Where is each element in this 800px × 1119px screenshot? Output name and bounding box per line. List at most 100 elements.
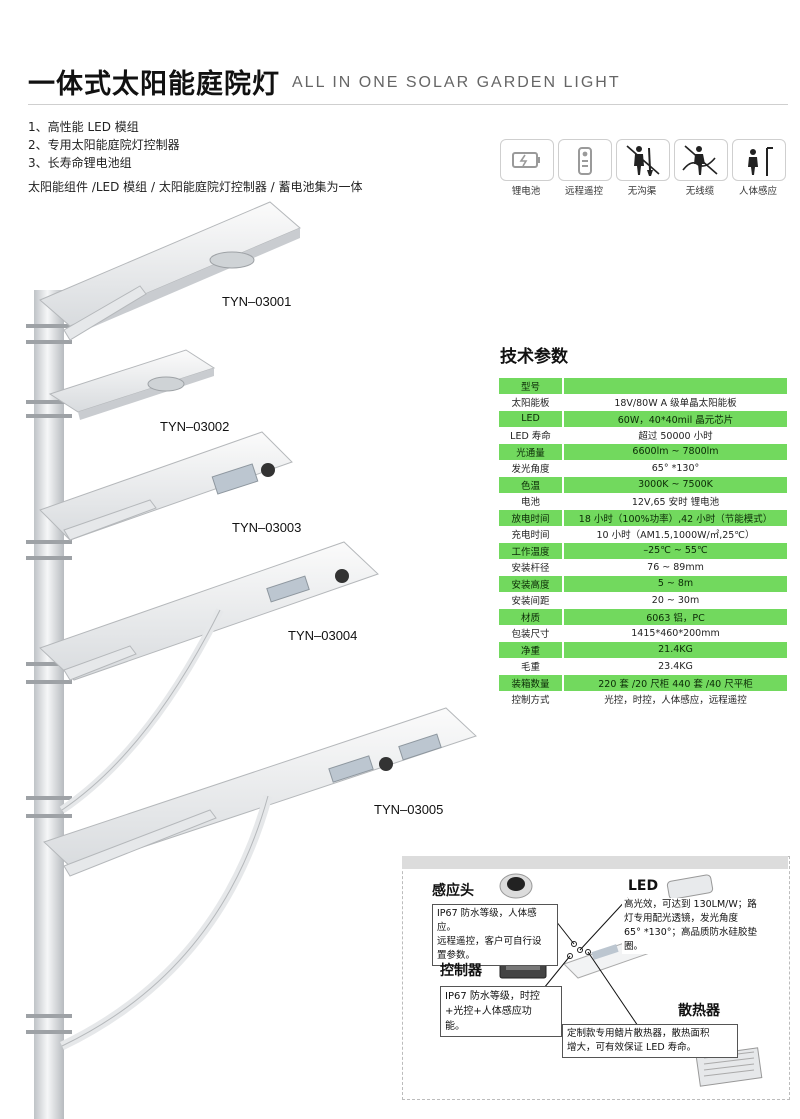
model-label: TYN–03005 (374, 802, 444, 817)
panel-header-strip (402, 856, 788, 869)
text-line: 65° *130°；高品质防水硅胶垫 (624, 927, 757, 938)
text-line: 置参数。 (437, 950, 476, 961)
spec-value: 6063 铝，PC (562, 608, 787, 626)
sensor-description: IP67 防水等级，人体感应。 远程遥控，客户可自行设 置参数。 (432, 904, 558, 966)
spec-key: 光通量 (499, 443, 563, 461)
spec-key: LED (499, 410, 563, 428)
icon-label: 锂电池 (511, 186, 541, 197)
motion-sensor-icon (732, 139, 786, 181)
heatsink-description: 定制款专用鳍片散热器，散热面积 增大，可有效保证 LED 寿命。 (562, 1024, 738, 1058)
feature-item: 1、高性能 LED 模组 (28, 120, 139, 134)
text-line: 能。 (445, 1021, 465, 1032)
spec-value: 65° *130° (562, 460, 787, 477)
spec-value (562, 378, 787, 395)
spec-key: 充电时间 (499, 526, 563, 543)
feature-item: 3、长寿命锂电池组 (28, 156, 132, 170)
icon-label: 人体感应 (738, 186, 777, 197)
remote-control-icon (558, 139, 612, 181)
spec-key: LED 寿命 (499, 427, 563, 444)
controller-title: 控制器 (440, 963, 482, 979)
spec-key: 太阳能板 (499, 394, 563, 411)
spec-value: 18 小时（100%功率）,42 小时（节能模式） (562, 509, 787, 527)
spec-value: –25℃ ~ 55℃ (562, 542, 787, 560)
text-line: 高光效，可达到 130LM/W；路 (624, 899, 757, 910)
spec-key: 工作温度 (499, 542, 563, 560)
model-label: TYN–03003 (232, 520, 302, 535)
battery-icon (500, 139, 554, 181)
spec-key: 安装高度 (499, 575, 563, 593)
spec-value: 超过 50000 小时 (562, 427, 787, 444)
spec-title: 技术参数 (500, 347, 568, 367)
text-line: IP67 防水等级，人体感应。 (437, 908, 537, 933)
page-title: 一体式太阳能庭院灯 (28, 69, 280, 100)
spec-value: 1415*460*200mm (562, 625, 787, 642)
text-line: 圈。 (624, 941, 644, 952)
icon-label: 远程遥控 (564, 186, 603, 197)
model-label: TYN–03002 (160, 419, 230, 434)
icon-label: 无沟渠 (627, 186, 657, 197)
table-row: 工作温度–25℃ ~ 55℃ (499, 542, 787, 560)
spec-value: 60W，40*40mil 晶元芯片 (562, 410, 787, 428)
spec-key: 电池 (499, 493, 563, 510)
text-line: 远程遥控，客户可自行设 (437, 936, 542, 947)
spec-value: 12V,65 安时 锂电池 (562, 493, 787, 510)
no-cable-icon (674, 139, 728, 181)
spec-value: 220 套 /20 尺柜 440 套 /40 尺平柜 (562, 674, 787, 692)
spec-key: 安装间距 (499, 592, 563, 609)
controller-description: IP67 防水等级，时控 +光控+人体感应功 能。 (440, 986, 562, 1037)
text-line: +光控+人体感应功 (445, 1006, 532, 1017)
spec-key: 色温 (499, 476, 563, 494)
spec-value: 20 ~ 30m (562, 592, 787, 609)
spec-value: 5 ~ 8m (562, 575, 787, 593)
spec-key: 型号 (499, 378, 563, 395)
model-label: TYN–03001 (222, 294, 292, 309)
table-row: LED 寿命超过 50000 小时 (499, 427, 787, 444)
feature-item: 2、专用太阳能庭院灯控制器 (28, 138, 180, 152)
spec-value: 76 ~ 89mm (562, 559, 787, 576)
table-row: 控制方式光控，时控，人体感应，远程遥控 (499, 691, 787, 708)
led-description: 高光效，可达到 130LM/W；路 灯专用配光透镜，发光角度 65° *130°… (622, 898, 784, 954)
heatsink-title: 散热器 (678, 1003, 720, 1019)
summary-text: 太阳能组件 /LED 模组 / 太阳能庭院灯控制器 / 蓄电池集为一体 (28, 180, 363, 194)
model-label: TYN–03004 (288, 628, 358, 643)
table-row: 型号 (499, 378, 787, 395)
spec-key: 毛重 (499, 658, 563, 675)
icon-label: 无线缆 (685, 186, 715, 197)
page-subtitle-en: ALL IN ONE SOLAR GARDEN LIGHT (292, 74, 621, 91)
spec-key: 净重 (499, 641, 563, 659)
led-title: LED (628, 878, 659, 894)
text-line: 定制款专用鳍片散热器，散热面积 (567, 1028, 710, 1039)
spec-value: 18V/80W A 级单晶太阳能板 (562, 394, 787, 411)
text-line: 增大，可有效保证 LED 寿命。 (567, 1042, 697, 1053)
spec-key: 包装尺寸 (499, 625, 563, 642)
sensor-title: 感应头 (432, 883, 474, 899)
spec-value: 6600lm ~ 7800lm (562, 443, 787, 461)
no-trench-icon (616, 139, 670, 181)
spec-key: 装箱数量 (499, 674, 563, 692)
spec-value: 23.4KG (562, 658, 787, 675)
spec-value: 光控，时控，人体感应，远程遥控 (562, 691, 787, 708)
title-divider (28, 104, 788, 105)
spec-value: 21.4KG (562, 641, 787, 659)
text-line: IP67 防水等级，时控 (445, 991, 540, 1002)
spec-key: 安装杆径 (499, 559, 563, 576)
text-line: 灯专用配光透镜，发光角度 (624, 913, 739, 924)
spec-value: 10 小时（AM1.5,1000W/㎡,25℃） (562, 526, 787, 543)
lamp-pole-illustration (26, 201, 477, 1119)
